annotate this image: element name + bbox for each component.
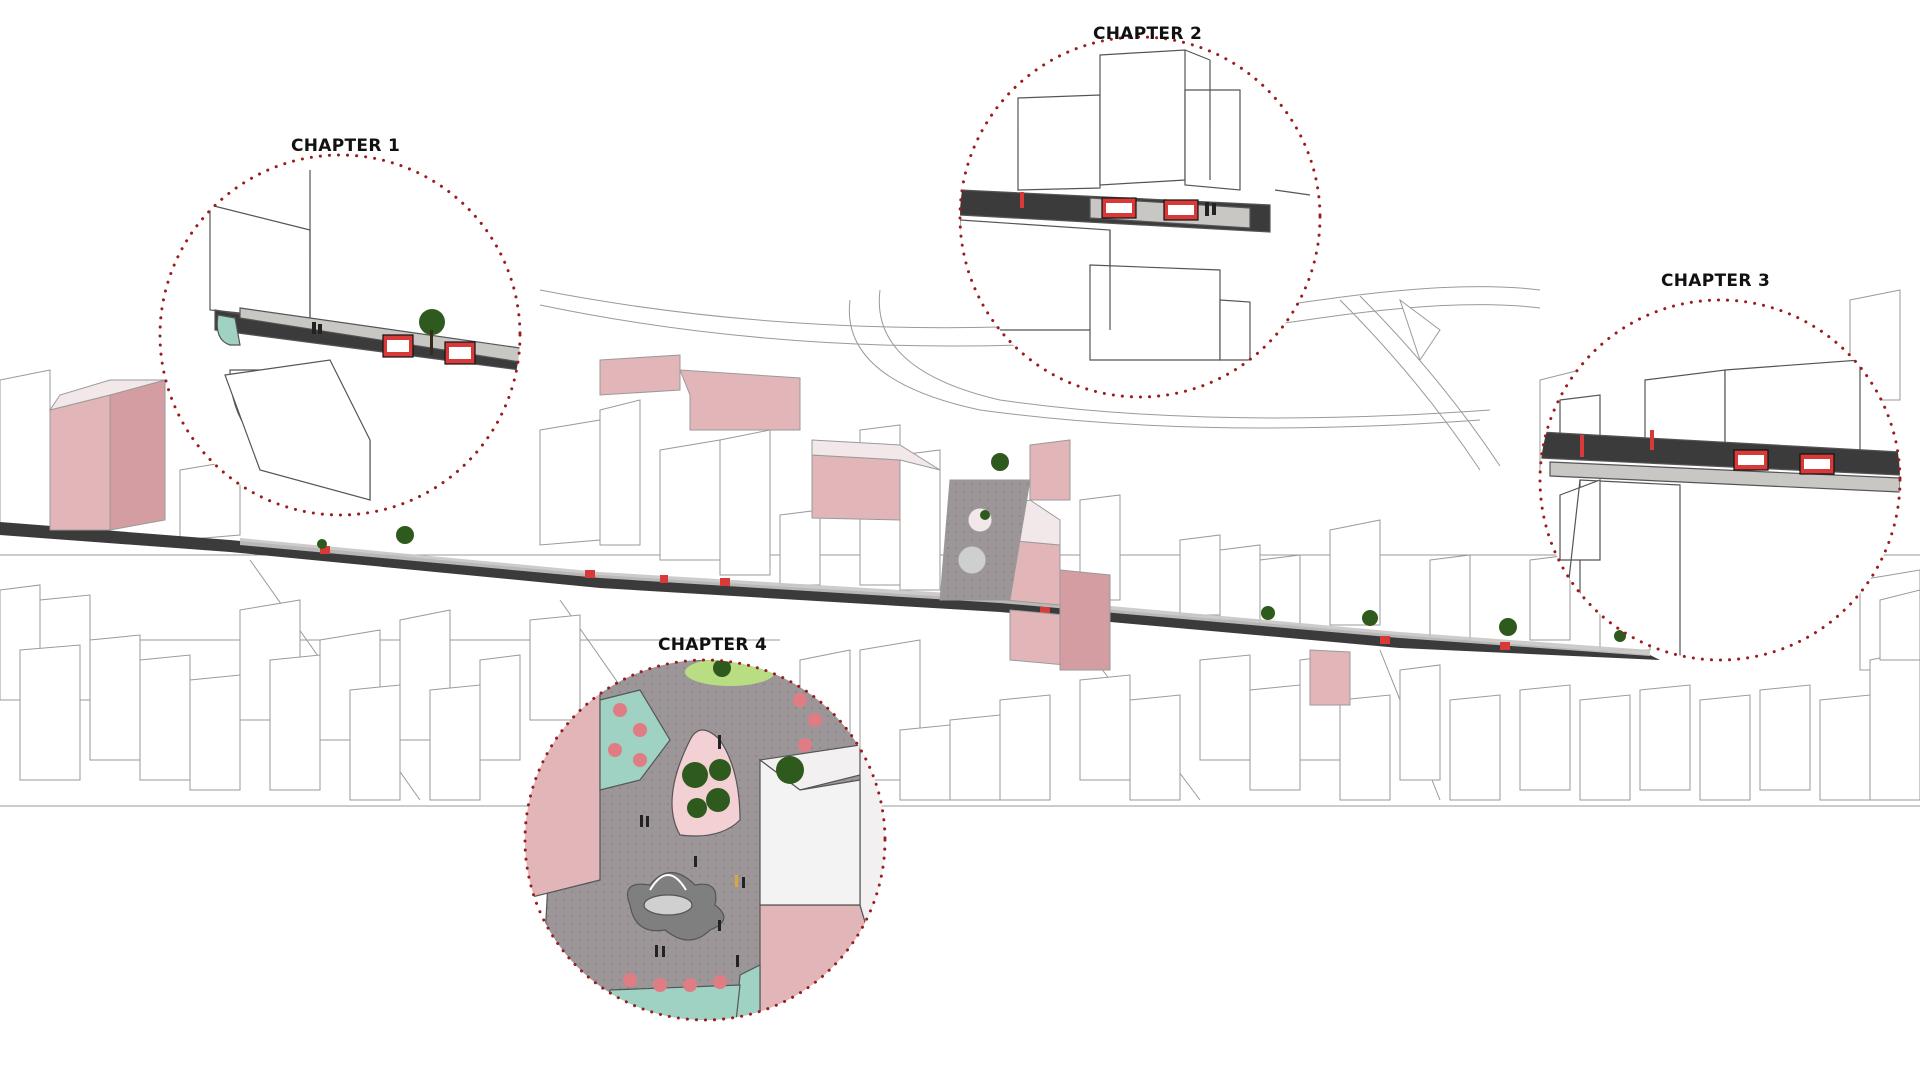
pedestrian-icon [640,815,643,827]
highlighted-buildings [48,354,1351,706]
tree-icon [991,453,1009,471]
chapter-2-title: CHAPTER 2 [1093,24,1203,44]
callout-chapter-2 [958,35,1322,399]
chapter-3-title: CHAPTER 3 [1661,271,1771,291]
street-trees [317,526,1626,642]
chapter-4-title: CHAPTER 4 [658,635,768,655]
central-plaza [939,453,1031,601]
callout-chapter-1 [158,153,522,517]
callout-chapter-3 [1538,298,1902,662]
chapter-1-title: CHAPTER 1 [291,136,401,156]
